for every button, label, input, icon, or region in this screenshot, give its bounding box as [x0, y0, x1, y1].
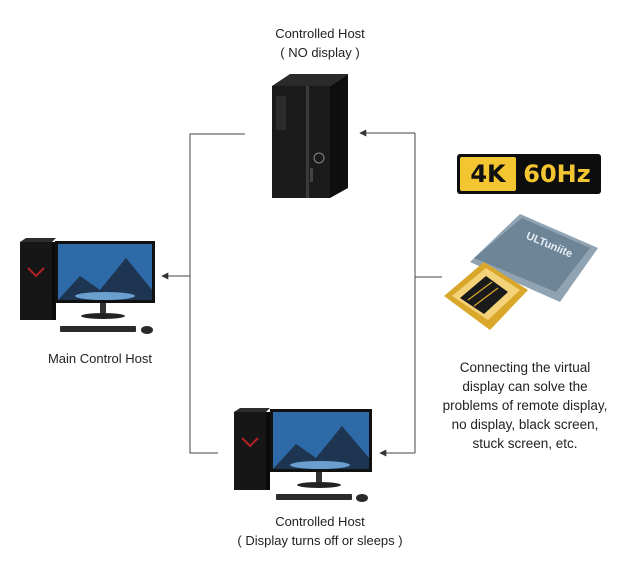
controlled-host-top-tower-icon	[272, 74, 348, 198]
description-line: stuck screen, etc.	[472, 436, 578, 451]
description-text: Connecting the virtual display can solve…	[430, 358, 620, 453]
description-line: problems of remote display,	[442, 398, 608, 413]
badge-refresh-rate: 60Hz	[523, 160, 591, 188]
description-line: display can solve the	[462, 379, 588, 394]
controlled-host-top-subtitle: ( NO display )	[280, 45, 360, 60]
controlled-host-bottom-title: Controlled Host	[275, 514, 365, 529]
main-control-host-title: Main Control Host	[47, 351, 153, 366]
controlled-host-top-label: Controlled Host ( NO display )	[200, 24, 440, 62]
description-line: Connecting the virtual	[459, 360, 591, 375]
main-control-host-icon	[20, 238, 155, 334]
controlled-host-bottom-icon	[234, 408, 372, 502]
controlled-host-top-title: Controlled Host	[275, 26, 365, 41]
badge-resolution: 4K	[460, 157, 516, 191]
main-control-host-label: Main Control Host	[20, 349, 180, 368]
description-line: no display, black screen,	[451, 417, 599, 432]
hdmi-adapter-icon	[444, 214, 598, 330]
controlled-host-bottom-subtitle: ( Display turns off or sleeps )	[237, 533, 403, 548]
line-top-to-left	[189, 133, 245, 454]
resolution-badge: 4K 60Hz	[457, 154, 601, 194]
controlled-host-bottom-label: Controlled Host ( Display turns off or s…	[170, 512, 470, 550]
